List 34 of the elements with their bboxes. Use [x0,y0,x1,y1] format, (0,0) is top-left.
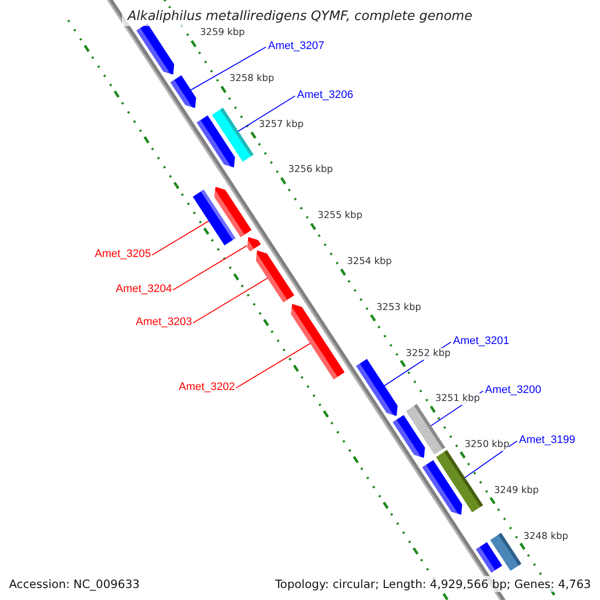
gene-label: Amet_3202 [178,380,235,394]
gene-label: Amet_3205 [94,248,151,260]
gene-label: Amet_3199 [519,434,576,446]
gene-feature [291,304,345,380]
position-label: 3253 kbp [376,302,422,314]
position-label: 3249 kbp [494,485,539,497]
leader-line [236,342,312,388]
gene-feature [247,236,261,252]
leader-line [152,220,210,256]
leader-line [192,277,268,324]
position-label: 3255 kbp [318,210,362,222]
gene-label: Amet_3201 [453,334,510,348]
gene-label: Amet_3200 [485,384,542,396]
position-label: 3251 kbp [435,393,480,406]
position-label: 3250 kbp [464,439,510,452]
leader-line [172,245,248,290]
position-label: 3252 kbp [406,348,451,360]
leader-line [190,46,266,91]
gene-feature [214,186,252,238]
gene-feature [170,75,196,108]
gene-label: Amet_3207 [268,40,324,52]
gene-label: Amet_3206 [297,88,354,102]
position-label: 3248 kbp [523,530,568,543]
position-label: 3257 kbp [258,118,304,131]
position-label: 3256 kbp [288,164,333,176]
gene-feature [356,358,398,416]
gene-label: Amet_3203 [136,316,192,328]
position-label: 3258 kbp [229,72,274,85]
position-label: 3254 kbp [347,256,392,268]
position-label: 3259 kbp [200,27,245,39]
gene-label: Amet_3204 [116,282,172,296]
gene-feature [256,250,294,302]
leader-line [237,96,296,132]
leader-line [464,440,518,478]
